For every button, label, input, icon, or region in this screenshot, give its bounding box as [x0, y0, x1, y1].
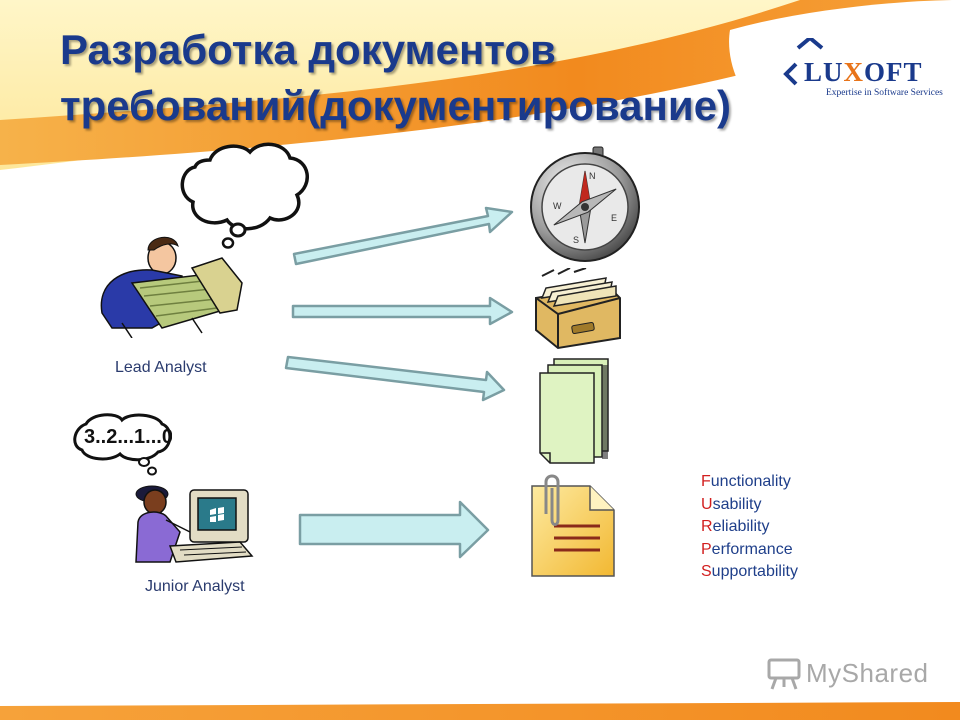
countdown-thought-bubble: 3..2...1...0 [73, 413, 172, 476]
logo-white-area [729, 0, 960, 127]
lead-analyst-figure-icon [100, 236, 243, 338]
bottom-orange-band [0, 702, 960, 720]
top-orange-swoosh [0, 0, 960, 165]
presentation-board-icon [767, 658, 801, 690]
svg-text:W: W [553, 201, 562, 211]
junior-analyst-label: Junior Analyst [145, 578, 245, 595]
attribute-usability: Usability [701, 495, 762, 513]
logo-wordmark: LUXOFT [804, 57, 923, 87]
watermark-text: MyShared [806, 658, 929, 688]
arrow-to-compass [292, 206, 514, 266]
slide-title: Разработка документов требований(докумен… [60, 26, 732, 129]
attribute-supportability: Supportability [701, 563, 798, 581]
arrow-to-requirements-doc [298, 500, 490, 559]
flow-arrows [284, 206, 514, 559]
countdown-text: 3..2...1...0 [84, 426, 172, 448]
luxoft-logo: LUXOFT Expertise in Software Services [776, 38, 946, 108]
chevron-logo-icon [783, 38, 824, 86]
lead-analyst-label: Lead Analyst [115, 359, 207, 376]
requirements-document-icon [531, 474, 615, 577]
card-file-icon [535, 268, 621, 350]
documents-stack-icon [539, 358, 609, 464]
svg-text:S: S [573, 235, 579, 245]
quality-attributes-list: Functionality Usability Reliability Perf… [701, 471, 798, 584]
junior-analyst-figure-icon [135, 485, 254, 563]
svg-text:E: E [611, 213, 617, 223]
compass-icon: N W E S [530, 146, 640, 262]
attribute-reliability: Reliability [701, 518, 770, 536]
arrow-to-card-file [291, 296, 514, 326]
myshared-watermark: MyShared [766, 655, 936, 695]
arrow-to-documents [284, 355, 506, 402]
logo-tagline: Expertise in Software Services [826, 88, 943, 98]
attribute-performance: Performance [701, 540, 793, 558]
svg-text:N: N [589, 171, 596, 181]
attribute-functionality: Functionality [701, 473, 791, 490]
thought-cloud-empty [180, 142, 309, 249]
